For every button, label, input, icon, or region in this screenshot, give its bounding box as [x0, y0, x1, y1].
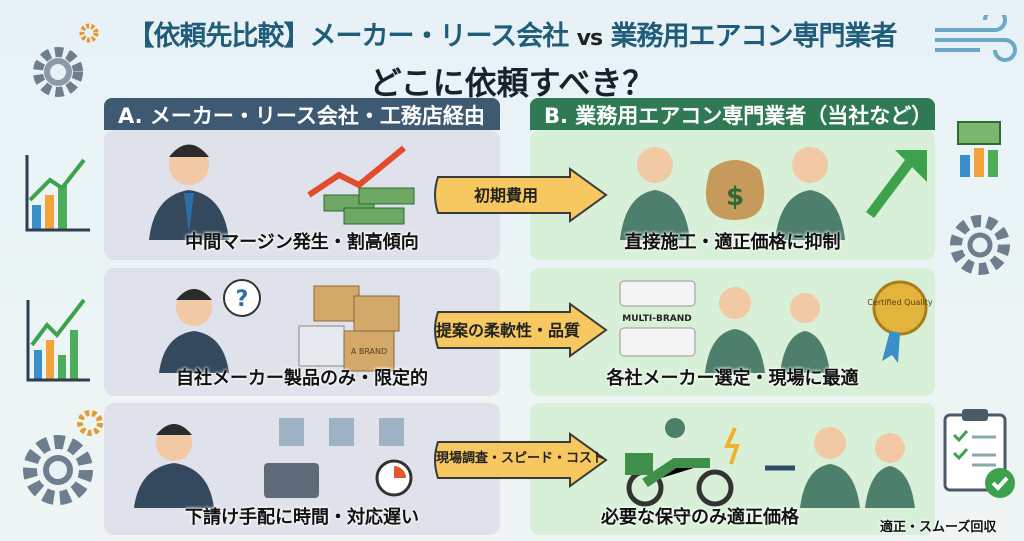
- multi-brand-label: MULTI-BRAND: [622, 314, 692, 324]
- box-label: A BRAND: [351, 347, 387, 356]
- confused-businessman-icon: ?: [159, 279, 261, 373]
- cash-chart-icon: [957, 121, 1001, 177]
- up-arrow-icon: [866, 150, 927, 218]
- criterion-arrow-1: 初期費用: [430, 167, 610, 223]
- row3-b-caption: 必要な保守のみ適正価格: [601, 507, 799, 528]
- gear-icon: [950, 215, 1010, 275]
- money-rising-icon: [307, 145, 415, 225]
- certified-badge-text: Certified Quality: [867, 298, 933, 307]
- businessman-icon: [149, 144, 229, 240]
- row3-a-panel: 下請け手配に時間・対応遅い: [104, 403, 500, 535]
- page-subtitle: どこに依頼すべき？: [369, 64, 655, 102]
- criterion-label: 初期費用: [473, 186, 538, 205]
- row2-a-panel: ? A BRAND 自社メーカー製品のみ・限定的: [104, 268, 500, 396]
- title-vs: vs: [576, 26, 603, 51]
- criterion-label: 提案の柔軟性・品質: [436, 321, 581, 340]
- row1-a-caption: 中間マージン発生・割高傾向: [185, 232, 419, 253]
- technicians-moneybag-icon: $: [620, 147, 845, 240]
- phone-subcontract-icon: [134, 418, 413, 508]
- brand-boxes-icon: A BRAND: [298, 285, 400, 372]
- clipboard-check-icon: [943, 409, 1015, 498]
- gear-icon: [33, 47, 83, 97]
- row3-a-caption: 下請け手配に時間・対応遅い: [185, 507, 419, 528]
- svg-text:?: ?: [236, 287, 249, 312]
- row3-b-panel: 必要な保守のみ適正価格: [530, 403, 935, 535]
- gear-icon: [79, 23, 99, 43]
- criterion-arrow-2: 提案の柔軟性・品質: [430, 302, 610, 358]
- motorbike-technicians-icon: [625, 418, 915, 508]
- criterion-label: 現場調査・スピード・コスト: [436, 451, 606, 466]
- bar-chart-icon: [25, 155, 90, 232]
- column-b-header: B. 業務用エアコン専門業者（当社など）: [530, 98, 935, 130]
- title-suffix: 業務用エアコン専門業者: [610, 21, 897, 52]
- side-note: 適正・スムーズ回収: [880, 520, 997, 535]
- wind-icon: [935, 15, 1017, 62]
- multi-brand-technicians-icon: MULTI-BRAND Certified Quality: [619, 280, 933, 373]
- title-prefix: 【依頼先比較】メーカー・リース会社: [127, 21, 570, 52]
- row1-b-caption: 直接施工・適正価格に抑制: [624, 232, 841, 253]
- row2-a-caption: 自社メーカー製品のみ・限定的: [176, 368, 428, 389]
- gears-icon: [23, 410, 103, 505]
- column-a-header: A. メーカー・リース会社・工務店経由: [104, 98, 500, 130]
- page-title: 【依頼先比較】メーカー・リース会社 vs 業務用エアコン専門業者: [0, 14, 1024, 53]
- dollar-sign: $: [726, 182, 744, 212]
- row2-b-caption: 各社メーカー選定・現場に最適: [606, 368, 859, 389]
- growth-chart-icon: [26, 298, 90, 382]
- criterion-arrow-3: 現場調査・スピード・コスト: [430, 432, 610, 488]
